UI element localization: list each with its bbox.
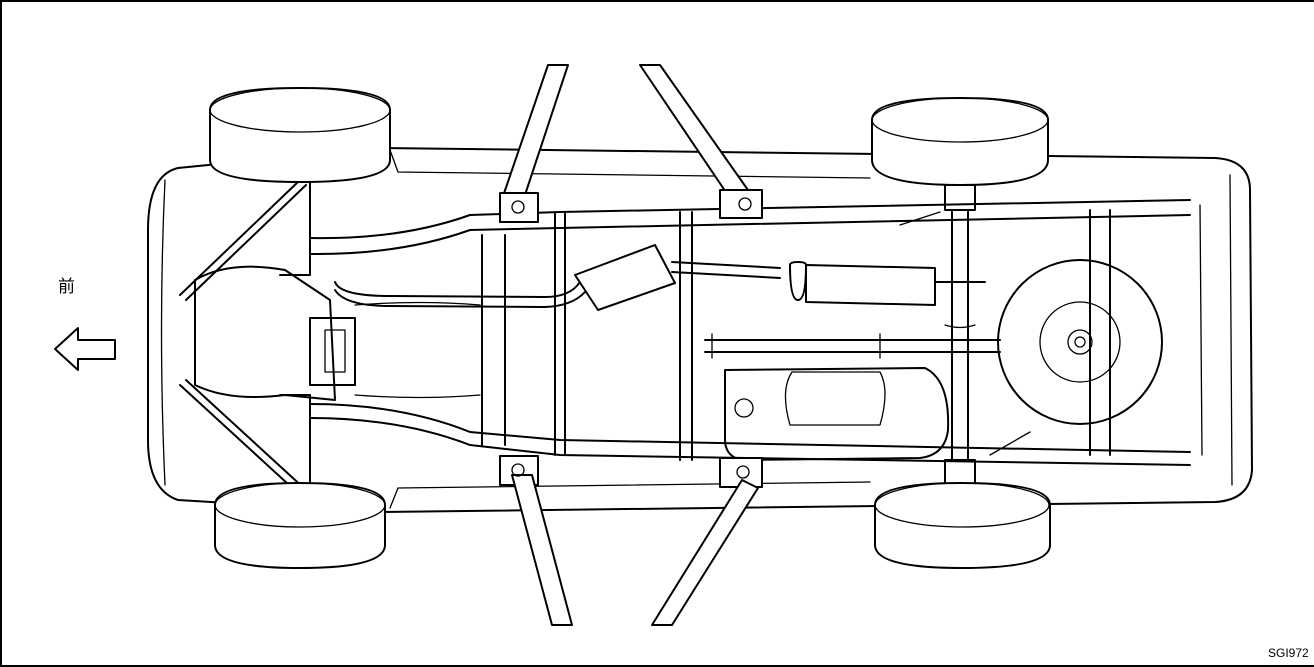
rear-left-wheel: [871, 97, 1049, 186]
left-arrow-icon: [54, 327, 116, 371]
lift-arm-front-left: [499, 64, 569, 223]
frame-rails: [309, 199, 1191, 466]
propeller-shaft: [704, 333, 1001, 359]
front-right-wheel: [214, 482, 386, 569]
exhaust-system: [334, 244, 986, 311]
rear-right-wheel: [874, 482, 1051, 569]
fuel-tank: [724, 367, 950, 461]
spare-tire: [997, 259, 1163, 425]
lift-arm-front-right: [499, 455, 573, 626]
rear-axle: [899, 184, 1031, 491]
front-left-wheel: [209, 87, 391, 183]
front-label: 前: [58, 277, 75, 297]
figure-code: SGI972: [1268, 646, 1309, 660]
lift-arm-rear-right: [651, 457, 763, 626]
lift-arm-rear-left: [639, 64, 763, 219]
front-suspension: [179, 169, 311, 501]
